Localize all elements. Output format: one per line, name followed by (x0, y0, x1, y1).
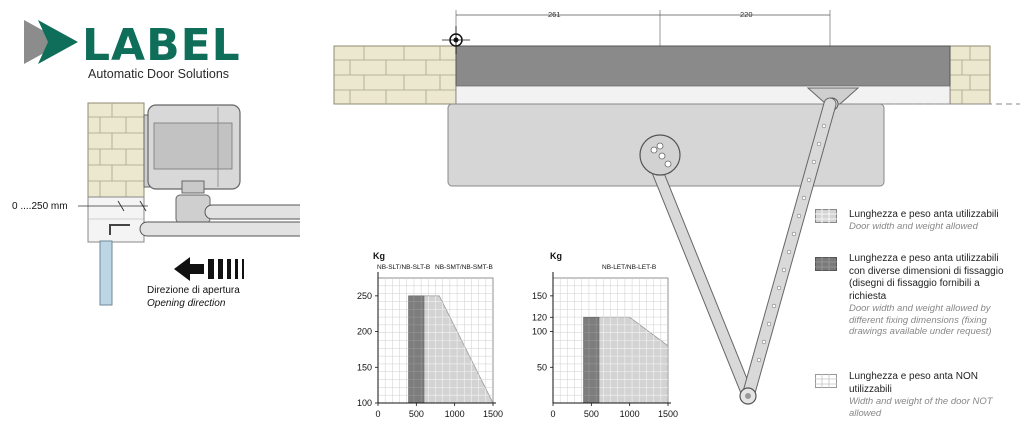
door-leaf (455, 45, 951, 87)
direction-label-it: Direzione di apertura (147, 285, 240, 296)
chart-1-model-left: NB-SLT/NB-SLT-B (377, 264, 431, 271)
legend: Lunghezza e peso anta utilizzabili Door … (815, 205, 1015, 420)
chart-1-xtick: 500 (409, 409, 424, 419)
chart-2-ytick: 150 (532, 291, 547, 301)
dimension-220: 220 (740, 10, 753, 19)
chart-1-ytick: 200 (357, 327, 372, 337)
top-view-drawing (333, 10, 1020, 405)
chart-1-ytick: 100 (357, 398, 372, 408)
logo-mark-icon (24, 20, 78, 64)
chart-2-ytick: 120 (532, 312, 547, 322)
chart-1-model-right: NB-SMT/NB-SMT-B (435, 264, 493, 271)
chart-2-plot: 0 500 1000 1500 50 100 120 150 (532, 272, 678, 419)
legend-swatch-dark (815, 257, 837, 271)
brand-logo: LABEL Automatic Door Solutions (18, 14, 248, 86)
chart-2-model: NB-LET/NB-LET-B (602, 264, 657, 271)
legend-3-en: Width and weight of the door NOT allowed (849, 396, 993, 419)
dimension-261: 261 (548, 10, 561, 19)
chart-2-ytick: 50 (537, 362, 547, 372)
chart-2-ylabel: Kg (550, 251, 562, 261)
chart-1-xtick: 0 (375, 409, 380, 419)
chart-1-ylabel: Kg (373, 251, 385, 261)
legend-1-en: Door width and weight allowed (849, 221, 978, 232)
side-view-drawing (78, 102, 300, 306)
chart-2-ytick: 100 (532, 327, 547, 337)
chart-1-fixing-band (408, 295, 425, 404)
chart-2: Kg NB-LET/NB-LET-B 0 500 1000 1500 50 100 120 1… (515, 248, 695, 424)
legend-1-it: Lunghezza e peso anta utilizzabili (849, 209, 999, 220)
opening-direction-arrow-icon (174, 257, 244, 281)
legend-3-it: Lunghezza e peso anta NON utilizzabili (849, 371, 978, 395)
chart-2-fixing-band (583, 316, 600, 404)
chart-1-ytick: 250 (357, 291, 372, 301)
clearance-label: 0 ....250 mm (12, 201, 68, 212)
chart-2-xtick: 1500 (658, 409, 678, 419)
wall-bricks (87, 102, 145, 198)
direction-label-en: Opening direction (147, 298, 226, 309)
chart-1-xtick: 1500 (483, 409, 503, 419)
chart-2-xtick: 1000 (620, 409, 640, 419)
door-panel (99, 240, 113, 306)
legend-swatch-light (815, 209, 837, 223)
chart-1-ytick: 150 (357, 362, 372, 372)
chart-1: Kg NB-SLT/NB-SLT-B NB-SMT/NB-SMT-B 0 500 1… (340, 248, 520, 424)
chart-2-xtick: 500 (584, 409, 599, 419)
legend-2-en: Door width and weight allowed by differe… (849, 303, 992, 337)
legend-swatch-white (815, 374, 837, 388)
chart-2-xtick: 0 (550, 409, 555, 419)
brand-wordmark: LABEL (82, 20, 241, 71)
chart-1-plot: 0 500 1000 1500 100 150 200 250 (357, 272, 503, 419)
legend-2-it: Lunghezza e peso anta utilizzabili con d… (849, 253, 1004, 302)
chart-1-xtick: 1000 (445, 409, 465, 419)
brand-tagline: Automatic Door Solutions (88, 67, 230, 81)
